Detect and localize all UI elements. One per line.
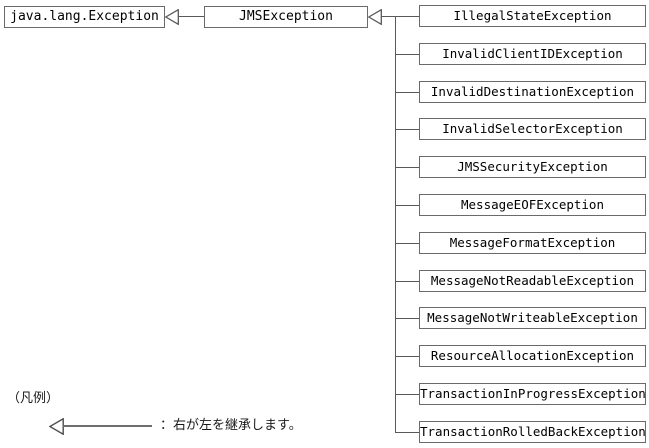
inheritance-line-jms-to-base (178, 16, 204, 17)
class-box-invalidselectorexception: InvalidSelectorException (419, 118, 646, 140)
inheritance-arrowhead-icon (165, 9, 179, 25)
inheritance-branch-line (395, 54, 419, 55)
class-box-jmssecurityexception: JMSSecurityException (419, 156, 646, 178)
legend-arrow-meaning: ：右が左を継承します。 (160, 418, 302, 433)
inheritance-branch-line (395, 243, 419, 244)
inheritance-branch-line (395, 318, 419, 319)
inheritance-branch-line (395, 205, 419, 206)
inheritance-arrowhead-icon (368, 9, 382, 25)
class-box-transactionrolledbackexception: TransactionRolledBackException (419, 421, 646, 443)
class-box-java-lang-exception: java.lang.Exception (4, 6, 165, 28)
inheritance-branch-line (395, 92, 419, 93)
inheritance-branch-line (395, 167, 419, 168)
inheritance-branch-line (395, 394, 419, 395)
class-box-resourceallocationexception: ResourceAllocationException (419, 345, 646, 367)
legend-arrow-line (63, 425, 152, 427)
inheritance-branch-line (395, 16, 419, 17)
inheritance-branch-line (395, 356, 419, 357)
class-box-messageeofexception: MessageEOFException (419, 194, 646, 216)
inheritance-branch-line (395, 432, 419, 433)
class-box-jmsexception: JMSException (204, 6, 368, 28)
legend-inheritance-arrowhead-icon (49, 418, 64, 435)
inheritance-branch-line (395, 129, 419, 130)
inheritance-branch-line (395, 281, 419, 282)
class-box-messagenotreadableexception: MessageNotReadableException (419, 270, 646, 292)
class-box-messageformatexception: MessageFormatException (419, 232, 646, 254)
class-box-invaliddestinationexception: InvalidDestinationException (419, 81, 646, 103)
class-box-transactioninprogressexception: TransactionInProgressException (419, 383, 646, 405)
class-box-messagenotwriteableexception: MessageNotWriteableException (419, 307, 646, 329)
hierarchy-trunk-line (395, 16, 396, 433)
legend-heading: （凡例） (7, 391, 60, 406)
class-box-illegalstateexception: IllegalStateException (419, 5, 646, 27)
class-box-invalidclientidexception: InvalidClientIDException (419, 43, 646, 65)
